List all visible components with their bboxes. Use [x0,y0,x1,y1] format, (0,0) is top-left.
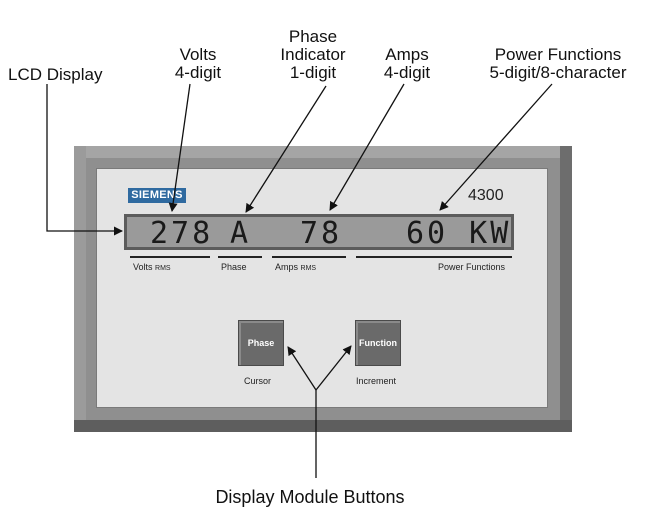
volts-callout-digits: 4-digit [174,63,222,82]
function-button-caption: Increment [356,376,397,386]
lcd-power-value: 60 KW [406,216,512,251]
phase-indicator-callout: Phase Indicator 1-digit [258,28,368,82]
function-button[interactable]: Function [355,320,401,366]
phase-button-caption: Cursor [244,376,272,386]
phase-callout-digits: 1-digit [289,63,337,82]
frame-bevel-bottom [74,420,572,432]
lcd-display [124,214,514,250]
amps-field-line [272,256,346,258]
lcd-volts-value: 278 [150,216,214,251]
power-field-label: Power Functions [438,262,506,272]
lcd-amps-value: 78 [300,216,343,251]
volts-callout-title: Volts [179,45,217,64]
volts-callout: Volts 4-digit [158,46,238,82]
power-callout-title: Power Functions [494,45,622,64]
volts-field-sub: RMS [155,265,171,272]
lcd-phase-value: A [230,216,252,251]
lcd-display-callout: LCD Display [8,65,103,84]
power-field-line [356,256,512,258]
frame-bevel-left [74,146,86,432]
amps-callout-title: Amps [385,45,429,64]
volts-field-text: Volts [133,262,153,272]
power-callout-digits: 5-digit/8-character [489,63,627,82]
amps-field-sub: RMS [300,265,317,272]
phase-field-line [218,256,262,258]
amps-callout-digits: 4-digit [383,63,431,82]
phase-field-label: Phase [221,262,247,272]
model-number: 4300 [468,187,504,204]
siemens-logo: SIEMENS [128,188,186,203]
amps-callout: Amps 4-digit [362,46,452,82]
volts-field-label: Volts RMS [133,262,171,272]
display-module-buttons-callout: Display Module Buttons [215,487,405,507]
power-functions-callout: Power Functions 5-digit/8-character [470,46,646,82]
frame-bevel-top [74,146,572,158]
amps-field-text: Amps [275,262,299,272]
volts-field-line [130,256,210,258]
phase-button[interactable]: Phase [238,320,284,366]
phase-callout-title: Phase [288,27,338,46]
amps-field-label: Amps RMS [275,262,316,272]
frame-bevel-right [560,146,572,432]
phase-callout-subtitle: Indicator [280,45,346,64]
